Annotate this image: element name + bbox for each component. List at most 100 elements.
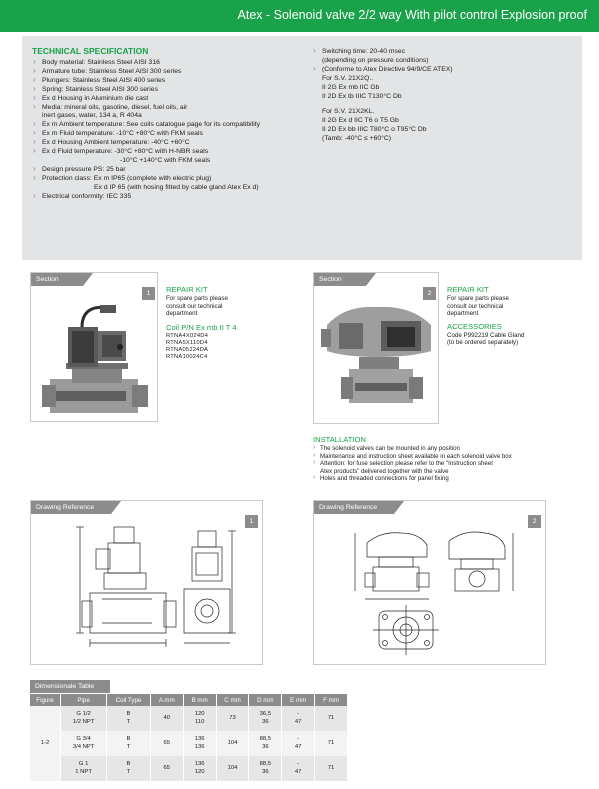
section-tab: Section xyxy=(314,273,376,286)
spec-right-column: Switching time: 20-40 msec(depending on … xyxy=(312,47,453,144)
e-mm-cell-line: 47 xyxy=(294,718,302,725)
drawing-reference-tab: Drawing Reference xyxy=(31,501,121,514)
spec-line: -10°C +140°C with FKM seals xyxy=(120,156,211,164)
d-mm-cell-line: 88,5 xyxy=(259,761,272,768)
repair-kit-text: consult our technical xyxy=(447,302,504,310)
drawing-panel-1: Drawing Reference 1 xyxy=(30,500,263,665)
d-mm-cell-line: 36 xyxy=(262,768,269,775)
coil-type-cell-line: T xyxy=(126,768,131,775)
spec-line: (depending on pressure conditions) xyxy=(322,56,429,64)
repair-kit-title: REPAIR KIT xyxy=(447,285,489,294)
repair-kit-text: For spare parts please xyxy=(166,295,228,302)
spec-line: Ex d Housing in Aluminium die cast xyxy=(32,94,260,104)
e-mm-cell-line: 47 xyxy=(294,743,302,750)
section-tab: Section xyxy=(31,273,93,286)
technical-specification: TECHNICAL SPECIFICATION Body material: S… xyxy=(22,36,582,260)
spec-line: Ex d Housing Ambient temperature: -40°C … xyxy=(32,138,260,148)
spec-line: Ex d IP 65 (with hosing fitted by cable … xyxy=(94,183,259,191)
d-mm-cell-line: 88,5 xyxy=(259,736,272,743)
e-mm-cell: -47 xyxy=(281,731,316,756)
pipe-cell-line: 1/2 NPT xyxy=(72,718,95,725)
f-mm-cell: 71 xyxy=(314,756,348,781)
spec-line: Ex m Ambient temperature: See coils cata… xyxy=(32,120,260,130)
installation-item: Holes and threaded connections for panel… xyxy=(313,474,512,483)
technical-drawing-2 xyxy=(354,531,514,655)
pipe-cell-line: G 1/2 xyxy=(76,711,91,718)
technical-drawing-1 xyxy=(76,526,236,647)
f-mm-cell: 71 xyxy=(314,706,348,731)
installation-item: Attention: for fuse selection please ref… xyxy=(313,459,512,468)
a-mm-cell: 65 xyxy=(150,731,184,756)
pipe-cell-line: G 3/4 xyxy=(76,736,91,743)
drawing-panel-2: Drawing Reference 2 xyxy=(313,500,546,665)
valve-section-illustration-1 xyxy=(42,305,148,413)
table-header-coil-type: Coil Type xyxy=(106,694,151,706)
repair-kit-title: REPAIR KIT xyxy=(166,285,208,294)
spec-line: Protection class: Ex m IP65 (complete wi… xyxy=(32,174,260,184)
spec-line: Body material: Stainless Steel AISI 316 xyxy=(32,58,260,68)
a-mm-cell: 40 xyxy=(150,706,184,731)
e-mm-cell-line: - xyxy=(297,711,300,718)
table-header-figure: Figure xyxy=(30,694,62,706)
valve-section-illustration-2 xyxy=(321,306,431,403)
coil-code: RTNA10024C4 xyxy=(166,354,208,361)
c-mm-cell: 104 xyxy=(216,756,250,781)
coil-code: RTNA4X024D4 xyxy=(166,332,209,339)
accessories-title: ACCESSORIES xyxy=(447,321,502,331)
repair-kit-text: department xyxy=(166,310,198,318)
b-mm-cell-line: 136 xyxy=(194,743,205,750)
section-panel-2: Section 2 xyxy=(313,272,439,424)
spec-line: Armature tube: Stainless Steel AISI 300 … xyxy=(32,67,260,77)
b-mm-cell-line: 110 xyxy=(194,718,205,725)
repair-kit-text: For spare parts please xyxy=(447,295,509,302)
e-mm-cell-line: - xyxy=(297,736,300,743)
figure-number-badge: 2 xyxy=(423,287,436,300)
b-mm-cell-line: 120 xyxy=(194,711,205,718)
c-mm-cell: 104 xyxy=(216,731,250,756)
d-mm-cell-line: 36,5 xyxy=(259,711,272,718)
e-mm-cell: -47 xyxy=(281,756,316,781)
repair-kit-text: consult our technical xyxy=(166,302,223,310)
spec-line: Plungers: Stainless Steel AISI 400 serie… xyxy=(32,76,260,86)
spec-line: For S.V. 21X2Q.. xyxy=(322,74,374,82)
coil-type-cell-line: B xyxy=(126,736,131,743)
b-mm-cell-line: 120 xyxy=(194,768,205,775)
spec-title: TECHNICAL SPECIFICATION xyxy=(32,46,149,56)
spec-line xyxy=(312,101,453,108)
installation: INSTALLATION The solenoid valves can be … xyxy=(313,435,512,483)
coil-code: RTNA05224DA xyxy=(166,347,209,354)
a-mm-cell: 65 xyxy=(150,756,184,781)
d-mm-cell-line: 36 xyxy=(262,718,269,725)
section-panel-1: Section 1 xyxy=(30,272,158,422)
spec-line: (Conforme to Atex Directive 94/9/CE ATEX… xyxy=(312,65,453,75)
spec-left-column: Body material: Stainless Steel AISI 316A… xyxy=(32,58,260,202)
drawing-reference-tab: Drawing Reference xyxy=(314,501,404,514)
spec-line: Switching time: 20-40 msec xyxy=(312,47,453,57)
e-mm-cell-line: 47 xyxy=(294,768,302,775)
e-mm-cell-line: - xyxy=(297,761,300,768)
spec-line: Media: mineral oils, gasoline, diesel, f… xyxy=(32,103,260,113)
coil-pn-title: Coil P/N Ex mb II T 4 xyxy=(166,322,237,332)
spec-line: II 2G Ex mb IIC Gb xyxy=(322,83,380,91)
page-title: Atex - Solenoid valve 2/2 way With pilot… xyxy=(237,8,587,22)
spec-line: Ex m Fluid temperature: -10°C +80°C with… xyxy=(32,129,260,139)
figure-number-badge: 2 xyxy=(528,515,541,528)
header-bar: Atex - Solenoid valve 2/2 way With pilot… xyxy=(0,0,599,32)
b-mm-cell-line: 136 xyxy=(194,736,205,743)
pipe-cell-line: G 1 xyxy=(78,761,89,768)
spec-line: II 2G Ex d IIC T6 o T5 Gb xyxy=(322,117,399,125)
